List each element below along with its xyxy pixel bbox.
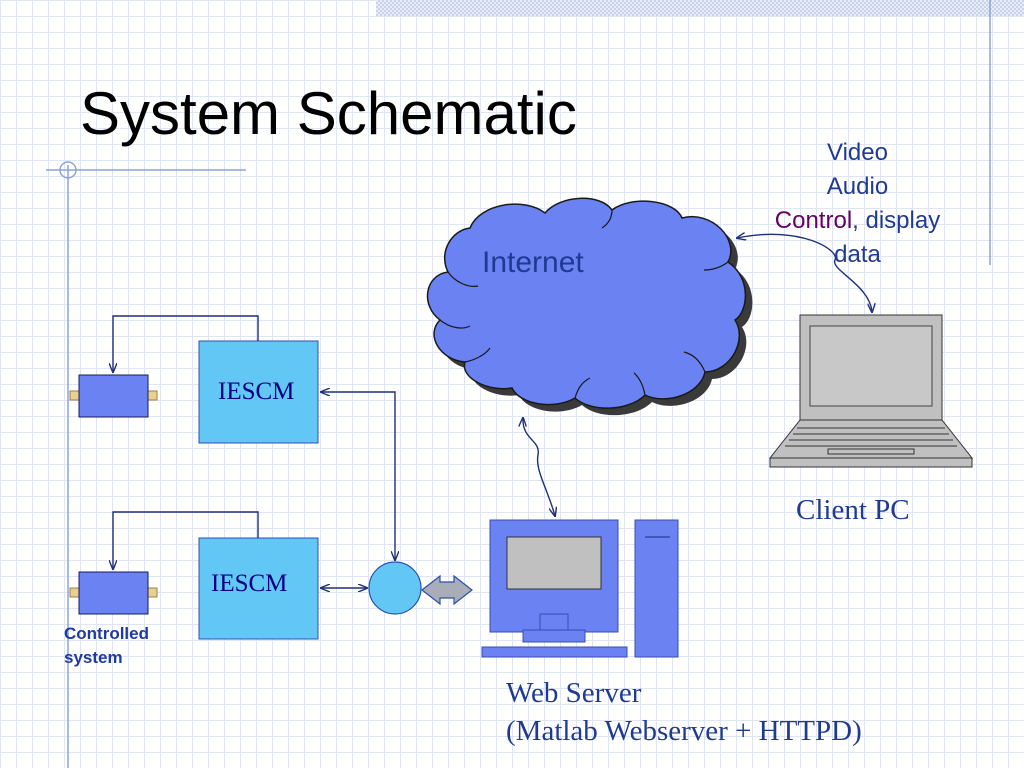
client-pc-laptop	[768, 314, 974, 468]
wire-iescm-bottom-to-device	[113, 511, 259, 569]
hub-server-link-arrow	[421, 574, 473, 606]
web-server-computer	[481, 519, 679, 658]
display-word: , display	[852, 207, 941, 234]
controlled-device-top	[69, 374, 158, 418]
data-word: data	[834, 241, 881, 268]
controlled-system-line-1: Controlled	[64, 624, 149, 643]
iescm-top-label: IESCM	[218, 378, 295, 405]
client-pc-label: Client PC	[796, 494, 910, 526]
control-word: Control	[774, 207, 853, 234]
wire-internet-client	[737, 234, 872, 312]
data-flow-label: Video Audio Control, display data	[755, 136, 960, 272]
wire-server-internet	[523, 418, 555, 516]
page-title: System Schematic	[80, 80, 577, 147]
audio-label: Audio	[826, 173, 889, 200]
iescm-box-top	[198, 340, 319, 444]
controlled-device-bottom	[69, 571, 158, 615]
internet-label: Internet	[482, 246, 584, 279]
slide-decoration	[46, 0, 991, 768]
web-server-subtitle: (Matlab Webserver + HTTPD)	[506, 715, 862, 747]
control-display-label: Control, display	[755, 204, 960, 238]
web-server-label: Web Server (Matlab Webserver + HTTPD)	[506, 674, 862, 750]
iescm-box-bottom	[198, 537, 319, 640]
internet-cloud	[426, 197, 753, 416]
controlled-system-line-2: system	[64, 648, 123, 667]
wire-hub-iescm-top	[321, 392, 395, 560]
header-pattern-band	[376, 0, 1024, 16]
iescm-bottom-label: IESCM	[211, 570, 288, 597]
web-server-title: Web Server	[506, 677, 642, 709]
controlled-system-label: Controlled system	[64, 622, 149, 670]
video-label: Video	[827, 139, 888, 166]
network-hub	[368, 561, 422, 615]
wire-iescm-top-to-device	[113, 315, 259, 372]
